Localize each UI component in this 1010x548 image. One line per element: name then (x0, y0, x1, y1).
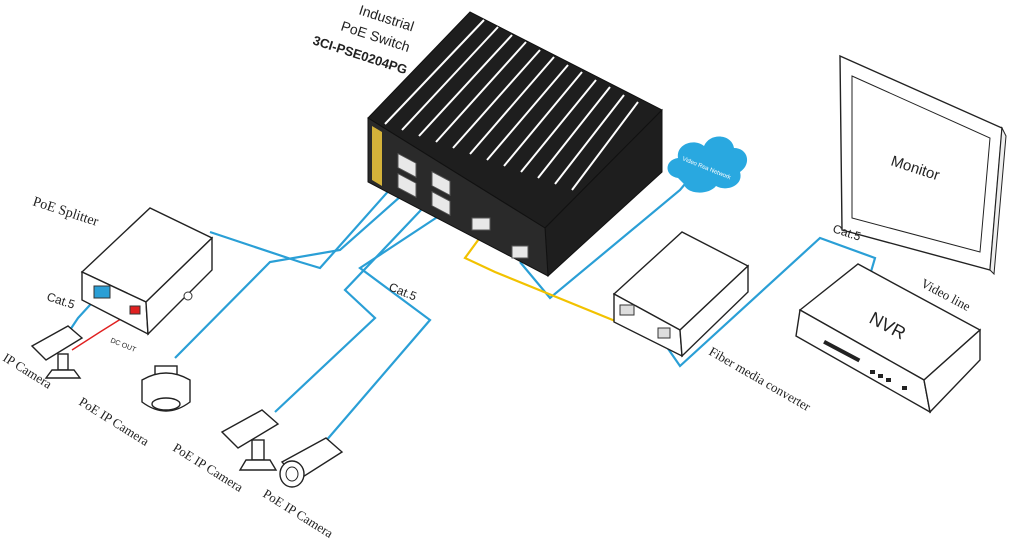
rj45-port-2 (397, 172, 417, 198)
label-fiber-media-converter: Fiber media converter (707, 344, 814, 415)
bullet-camera-lens-inner (285, 466, 299, 482)
network-cloud: Video Rea Network (667, 136, 748, 193)
sfp-port (471, 217, 491, 231)
cable-switch-to-poe-camera-2 (274, 189, 441, 413)
ip-camera (30, 325, 84, 379)
label-cat5-left: Cat.5 (45, 290, 77, 312)
splitter-side (145, 236, 213, 336)
poe-ptz-camera (141, 365, 191, 412)
ptz-camera-lens (151, 397, 181, 411)
splitter-port (93, 285, 111, 299)
ip-camera-base (44, 369, 82, 379)
cables (69, 177, 877, 443)
cable-switch-to-ptz-camera (174, 187, 411, 359)
poe-bullet-camera (279, 437, 344, 488)
ip-camera-body (30, 325, 84, 361)
converter-port-2 (657, 327, 671, 339)
splitter-mount-hole (183, 291, 193, 301)
label-poe-ip-camera-2: PoE IP Camera (170, 440, 246, 495)
converter-side (679, 264, 749, 358)
cloud-shape (667, 136, 748, 193)
box-camera-base (238, 459, 278, 471)
fiber-media-converter (612, 231, 750, 358)
converter-port-1 (619, 304, 635, 316)
rj45-port-3 (431, 170, 451, 197)
monitor-screen (851, 75, 991, 253)
ip-camera-mount (57, 353, 69, 371)
cable-converter-to-nvr (661, 236, 877, 368)
splitter-dc-port (129, 305, 141, 315)
monitor-side (989, 126, 1007, 276)
uplink-port (511, 245, 529, 259)
label-poe-ip-camera-1: PoE IP Camera (76, 394, 152, 449)
nvr-buttons (870, 370, 907, 390)
box-camera-body (220, 409, 280, 449)
poe-splitter (80, 207, 214, 336)
industrial-poe-switch: Industrial PoE Switch 3CI-PSE0204PG (311, 2, 663, 278)
switch-fins (384, 19, 639, 191)
label-poe-splitter: PoE Splitter (31, 195, 101, 230)
rj45-port-4 (431, 190, 451, 217)
nvr: NVR (795, 263, 982, 414)
rj45-ports (397, 152, 451, 217)
switch-front-strip (372, 126, 382, 186)
monitor: Monitor (839, 54, 1007, 276)
poe-box-camera (220, 409, 280, 471)
label-poe-ip-camera-3: PoE IP Camera (260, 486, 336, 541)
nvr-side (923, 328, 981, 414)
cable-splitter-to-switch (209, 177, 401, 270)
nvr-drive-slot (823, 340, 861, 363)
cable-switch-to-bullet-camera (324, 209, 449, 443)
box-camera-mount (251, 439, 265, 461)
label-dc-out: DC OUT (109, 337, 137, 354)
rj45-port-1 (397, 152, 417, 178)
switch-front (367, 117, 549, 277)
